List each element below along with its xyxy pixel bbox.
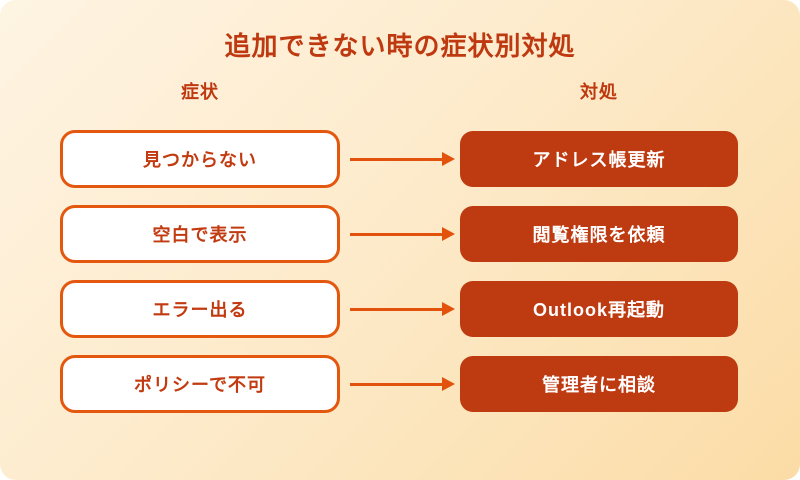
arrow-line bbox=[350, 382, 443, 386]
symptom-label: 見つからない bbox=[143, 150, 257, 170]
column-header-symptom: 症状 bbox=[181, 82, 219, 102]
page-title: 追加できない時の症状別対処 bbox=[224, 31, 576, 61]
right-arrow-icon bbox=[350, 355, 455, 413]
action-label: Outlook再起動 bbox=[533, 300, 665, 320]
symptom-label: 空白で表示 bbox=[152, 225, 248, 245]
action-label: アドレス帳更新 bbox=[532, 150, 666, 170]
arrow-line bbox=[350, 232, 443, 236]
symptom-box: 見つからない bbox=[60, 130, 340, 188]
symptom-label: ポリシーで不可 bbox=[134, 375, 266, 395]
flow-row: エラー出る Outlook再起動 bbox=[0, 280, 800, 338]
action-label: 閲覧権限を依頼 bbox=[532, 225, 666, 245]
flow-row: 見つからない アドレス帳更新 bbox=[0, 130, 800, 188]
action-box: Outlook再起動 bbox=[460, 281, 738, 337]
action-label: 管理者に相談 bbox=[542, 375, 656, 395]
right-arrow-icon bbox=[350, 205, 455, 263]
arrow-head bbox=[442, 152, 455, 166]
action-box: アドレス帳更新 bbox=[460, 131, 738, 187]
arrow-line bbox=[350, 157, 443, 161]
arrow-head bbox=[442, 302, 455, 316]
action-box: 管理者に相談 bbox=[460, 356, 738, 412]
symptom-box: エラー出る bbox=[60, 280, 340, 338]
arrow-line bbox=[350, 307, 443, 311]
arrow-head bbox=[442, 377, 455, 391]
symptom-label: エラー出る bbox=[152, 300, 248, 320]
right-arrow-icon bbox=[350, 280, 455, 338]
action-box: 閲覧権限を依頼 bbox=[460, 206, 738, 262]
symptom-box: ポリシーで不可 bbox=[60, 355, 340, 413]
flow-row: 空白で表示 閲覧権限を依頼 bbox=[0, 205, 800, 263]
column-header-action: 対処 bbox=[580, 82, 618, 102]
symptom-box: 空白で表示 bbox=[60, 205, 340, 263]
flow-row: ポリシーで不可 管理者に相談 bbox=[0, 355, 800, 413]
right-arrow-icon bbox=[350, 130, 455, 188]
arrow-head bbox=[442, 227, 455, 241]
